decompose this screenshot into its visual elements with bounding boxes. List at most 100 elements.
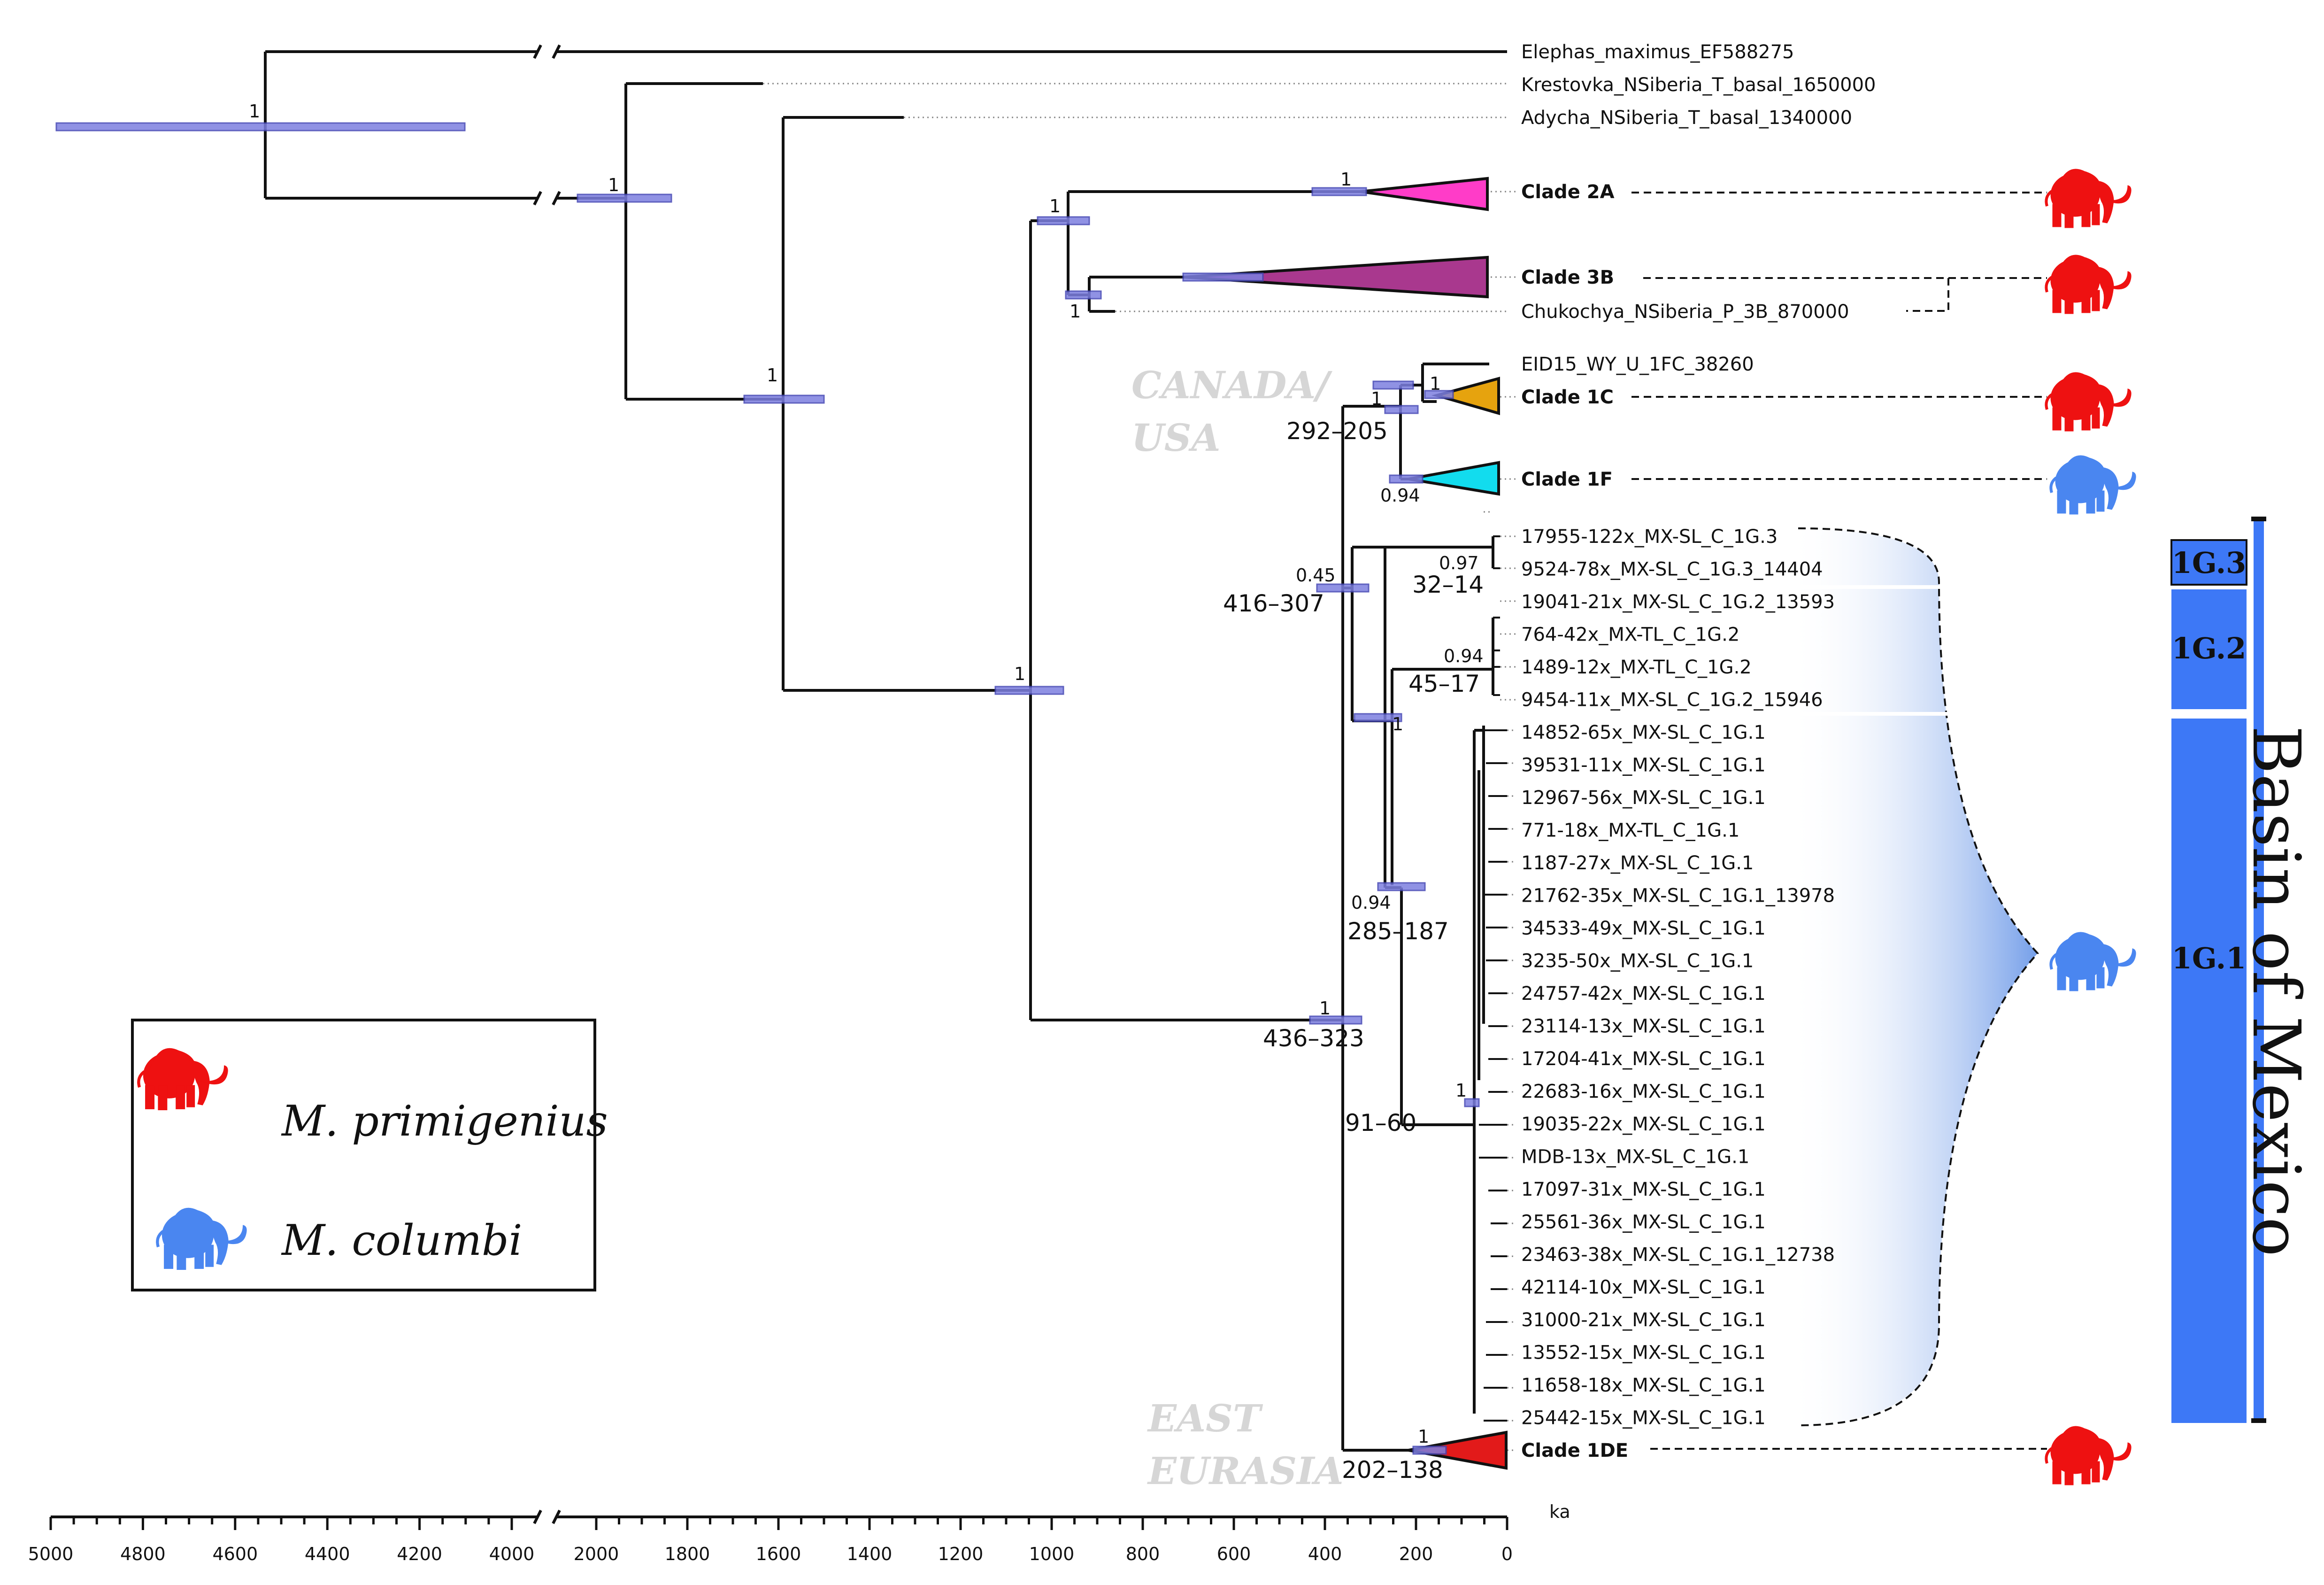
branch-breaks — [533, 44, 561, 206]
svg-text:Krestovka_NSiberia_T_basal_165: Krestovka_NSiberia_T_basal_1650000 — [1521, 74, 1876, 96]
axis-tick-label: 600 — [1217, 1544, 1251, 1564]
mexico-tip-label: 1489-12x_MX-TL_C_1G.2 — [1521, 657, 1752, 678]
svg-text:0.97: 0.97 — [1439, 553, 1479, 573]
svg-text:285–187: 285–187 — [1347, 918, 1449, 945]
group-bars: 1G.3 1G.2 1G.1 Basin of Mexico — [2170, 517, 2314, 1423]
mammoth-icon-blue — [2051, 932, 2136, 991]
svg-text:1: 1 — [1340, 169, 1352, 190]
svg-text:Clade 1C: Clade 1C — [1521, 387, 1614, 408]
mexico-tip-label: 34533-49x_MX-SL_C_1G.1 — [1521, 918, 1766, 939]
svg-text:1: 1 — [1014, 664, 1025, 684]
mexico-tip-label: 764-42x_MX-TL_C_1G.2 — [1521, 624, 1739, 646]
mexico-tip-label: 17204-41x_MX-SL_C_1G.1 — [1521, 1048, 1766, 1070]
node-ages: 436–323 416–307 292–205 32–14 45–17 285–… — [1223, 418, 1484, 1484]
axis-tick-label: 2000 — [574, 1544, 619, 1564]
mammoth-icon-red — [2046, 169, 2131, 228]
axis-tick-label: 200 — [1399, 1544, 1433, 1564]
axis-tick-label: 4800 — [120, 1544, 166, 1564]
svg-text:Clade 2A: Clade 2A — [1521, 181, 1615, 203]
tip-guides — [763, 83, 1516, 1451]
mexico-tip-label: 1187-27x_MX-SL_C_1G.1 — [1521, 852, 1754, 874]
svg-text:91–60: 91–60 — [1345, 1109, 1416, 1137]
svg-text:1: 1 — [767, 365, 778, 386]
svg-text:EURASIA: EURASIA — [1147, 1449, 1344, 1493]
mexico-tip-label: 17955-122x_MX-SL_C_1G.3 — [1521, 526, 1778, 548]
mexico-tip-label: 771-18x_MX-TL_C_1G.1 — [1521, 820, 1739, 842]
clade-2A-triangle — [1360, 177, 1489, 211]
mexico-tip-label: 24757-42x_MX-SL_C_1G.1 — [1521, 983, 1766, 1005]
svg-text:1G.2: 1G.2 — [2172, 631, 2247, 665]
mexico-tip-label: 22683-16x_MX-SL_C_1G.1 — [1521, 1081, 1766, 1103]
svg-text:1G.1: 1G.1 — [2172, 941, 2247, 975]
mexico-tip-label: 23114-13x_MX-SL_C_1G.1 — [1521, 1016, 1766, 1037]
axis-tick-label: 1200 — [938, 1544, 984, 1564]
mexico-tip-label: 19041-21x_MX-SL_C_1G.2_13593 — [1521, 591, 1835, 613]
svg-text:M. columbi: M. columbi — [281, 1216, 522, 1265]
legend: M. primigenius M. columbi — [131, 1019, 608, 1291]
mexico-tip-label: 25561-36x_MX-SL_C_1G.1 — [1521, 1212, 1766, 1233]
mexico-tip-label: 21762-35x_MX-SL_C_1G.1_13978 — [1521, 885, 1835, 907]
hpd-bars — [55, 122, 1480, 1455]
svg-text:1: 1 — [608, 175, 619, 195]
clade-1C-triangle — [1431, 377, 1500, 415]
mexico-tip-label: 13552-15x_MX-SL_C_1G.1 — [1521, 1342, 1766, 1364]
svg-text:Elephas_maximus_EF588275: Elephas_maximus_EF588275 — [1521, 41, 1794, 63]
basin-label: Basin of Mexico — [2238, 726, 2314, 1257]
axis-tick-label: 4600 — [212, 1544, 258, 1564]
svg-text:Chukochya_NSiberia_P_3B_870000: Chukochya_NSiberia_P_3B_870000 — [1521, 301, 1849, 323]
svg-text:1: 1 — [1430, 373, 1441, 394]
clade-triangles — [1183, 177, 1508, 1470]
mexico-tip-label: 12967-56x_MX-SL_C_1G.1 — [1521, 787, 1766, 809]
mexico-tip-label: 25442-15x_MX-SL_C_1G.1 — [1521, 1407, 1766, 1429]
axis-tick-label: 4200 — [397, 1544, 442, 1564]
svg-text:0.94: 0.94 — [1380, 485, 1420, 506]
svg-text:0.94: 0.94 — [1444, 646, 1484, 666]
svg-text:436–323: 436–323 — [1263, 1025, 1364, 1052]
mexico-tip-label: 23463-38x_MX-SL_C_1G.1_12738 — [1521, 1244, 1835, 1266]
axis-tick-label: 5000 — [28, 1544, 74, 1564]
mexico-tip-label: 39531-11x_MX-SL_C_1G.1 — [1521, 755, 1766, 776]
svg-text:32–14: 32–14 — [1412, 571, 1484, 598]
mexico-tip-label: MDB-13x_MX-SL_C_1G.1 — [1521, 1146, 1749, 1168]
mammoth-icon-red — [2046, 1426, 2131, 1485]
mexico-tip-label: 9524-78x_MX-SL_C_1G.3_14404 — [1521, 559, 1823, 580]
axis-tick-label: 1600 — [756, 1544, 801, 1564]
mammoth-icon-red — [2046, 372, 2131, 431]
svg-text:1: 1 — [1418, 1426, 1429, 1447]
axis-tick-label: 800 — [1126, 1544, 1160, 1564]
mexico-tip-label: 31000-21x_MX-SL_C_1G.1 — [1521, 1309, 1766, 1331]
svg-text:416–307: 416–307 — [1223, 590, 1324, 617]
axis-tick-label: 400 — [1308, 1544, 1342, 1564]
svg-text:1: 1 — [1049, 196, 1061, 216]
mexico-tip-labels: 17955-122x_MX-SL_C_1G.3 9524-78x_MX-SL_C_… — [1521, 526, 1835, 1429]
svg-text:M. primigenius: M. primigenius — [281, 1097, 608, 1146]
svg-text:Adycha_NSiberia_T_basal_134000: Adycha_NSiberia_T_basal_1340000 — [1521, 107, 1852, 129]
tip-labels: Elephas_maximus_EF588275 Krestovka_NSibe… — [1521, 41, 1876, 1461]
mexico-tip-label: 3235-50x_MX-SL_C_1G.1 — [1521, 951, 1754, 972]
clade-1DE-triangle — [1408, 1430, 1508, 1470]
clade-1F-triangle — [1408, 461, 1500, 496]
svg-text:0.94: 0.94 — [1351, 892, 1391, 913]
axis-tick-label: 4400 — [305, 1544, 350, 1564]
svg-text:1: 1 — [1371, 388, 1382, 409]
svg-text:1: 1 — [1070, 301, 1081, 322]
svg-text:202–138: 202–138 — [1342, 1456, 1443, 1484]
svg-text:EID15_WY_U_1FC_38260: EID15_WY_U_1FC_38260 — [1521, 354, 1754, 375]
region-labels: CANADA/ USA EAST EURASIA — [1131, 363, 1344, 1493]
mammoth-icon-red — [2046, 255, 2131, 314]
svg-text:1: 1 — [1319, 998, 1331, 1019]
mexico-tip-label: 9454-11x_MX-SL_C_1G.2_15946 — [1521, 689, 1823, 711]
svg-text:1: 1 — [1392, 714, 1403, 735]
clade-3B-triangle — [1183, 255, 1489, 299]
mexico-tip-label: 11658-18x_MX-SL_C_1G.1 — [1521, 1375, 1766, 1396]
axis-tick-label: 1800 — [665, 1544, 710, 1564]
mexico-tip-label: 17097-31x_MX-SL_C_1G.1 — [1521, 1179, 1766, 1200]
svg-text:1: 1 — [249, 101, 260, 122]
mexico-tip-label: 14852-65x_MX-SL_C_1G.1 — [1521, 722, 1766, 743]
axis-tick-label: 1000 — [1029, 1544, 1075, 1564]
svg-text:1G.3: 1G.3 — [2172, 546, 2247, 580]
g1-comb — [1479, 535, 1507, 1422]
support-values: 1 1 1 1 1 1 1 1 1 1 0.94 0.45 0.97 0.94 … — [249, 101, 1484, 1447]
